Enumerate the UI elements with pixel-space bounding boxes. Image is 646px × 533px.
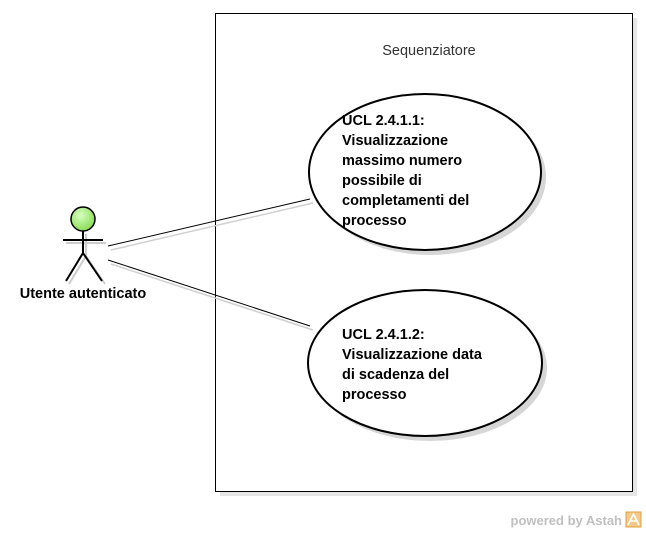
system-name: Sequenziatore (382, 43, 476, 59)
association-2[interactable] (107, 259, 314, 331)
actor-figure-icon (63, 206, 106, 285)
use-case-2-ellipse (307, 289, 543, 437)
use-case-1-line-1: UCL 2.4.1.1: (342, 113, 425, 129)
use-case-2-line-3: di scadenza del (342, 367, 449, 383)
use-case-2-line-1: UCL 2.4.1.2: (342, 327, 425, 343)
actor[interactable]: Utente autenticato (20, 206, 147, 302)
association-1[interactable] (107, 198, 314, 251)
astah-logo-icon (625, 511, 642, 528)
actor-head-icon (70, 206, 96, 232)
use-case-2-line-4: processo (342, 387, 407, 403)
use-case-1-line-3: massimo numero (342, 153, 462, 169)
use-case-1-line-6: processo (342, 213, 407, 229)
use-case-1-line-4: possibile di (342, 173, 422, 189)
watermark: powered by Astah (511, 511, 642, 528)
use-case-1-ellipse (308, 93, 542, 251)
use-case-1[interactable]: UCL 2.4.1.1: Visualizzazione massimo num… (308, 93, 546, 255)
use-case-1-line-2: Visualizzazione (342, 133, 448, 149)
use-case-1-line-5: completamenti del (342, 193, 469, 209)
use-case-2[interactable]: UCL 2.4.1.2: Visualizzazione data di sca… (307, 289, 547, 441)
watermark-text: powered by Astah (511, 513, 623, 528)
actor-name: Utente autenticato (20, 286, 147, 302)
use-case-2-line-2: Visualizzazione data (342, 347, 483, 363)
